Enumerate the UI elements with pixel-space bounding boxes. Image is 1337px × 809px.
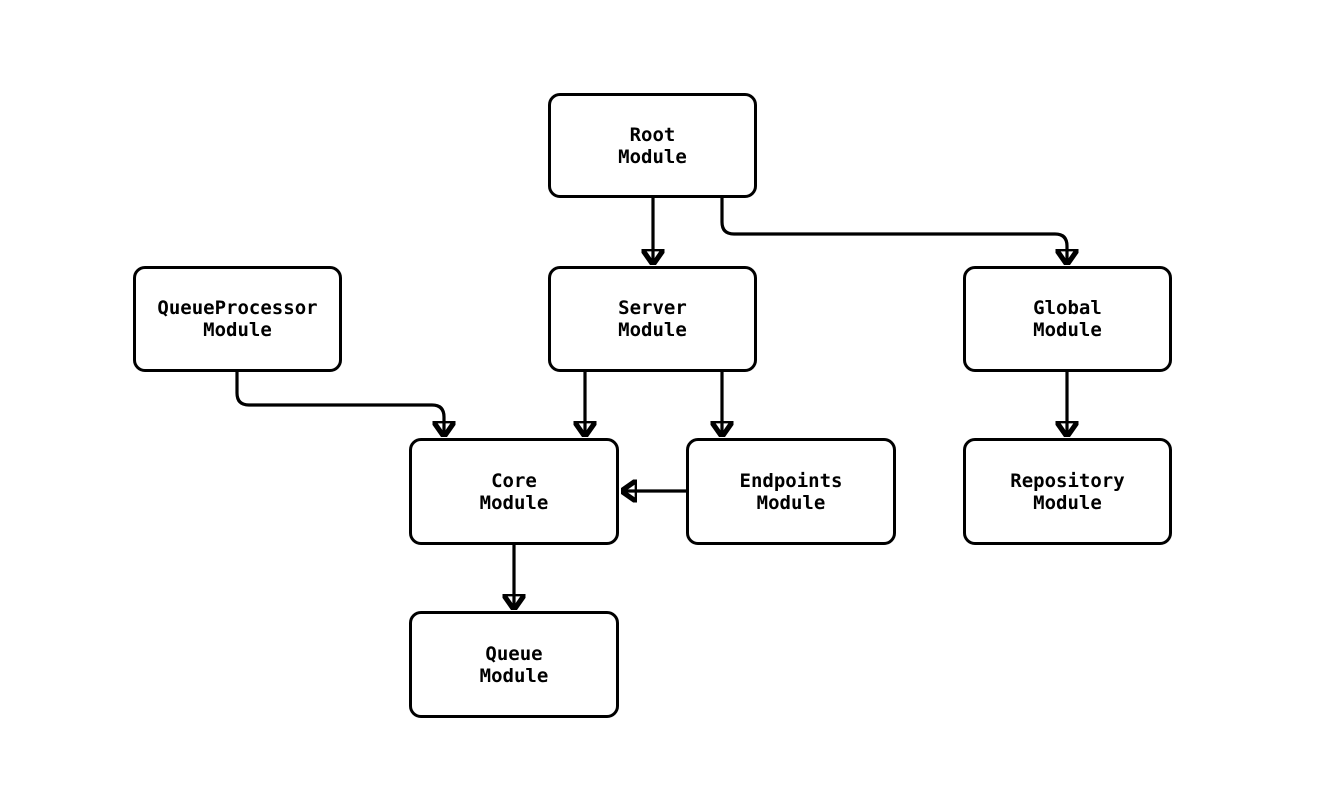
node-repository-module: Repository Module xyxy=(963,438,1172,545)
node-server-module-label: Server Module xyxy=(618,297,687,341)
node-core-module-label: Core Module xyxy=(479,469,549,514)
node-queueprocessor-module-label: QueueProcessor Module xyxy=(157,297,318,341)
edge-queueprocessor-to-core xyxy=(235,372,444,436)
node-server-module: Server Module xyxy=(548,266,757,372)
node-global-module-label: Global Module xyxy=(1033,297,1102,341)
node-queue-module-label: Queue Module xyxy=(479,642,549,687)
node-repository-module-label: Repository Module xyxy=(1010,469,1125,514)
edge-root-to-global xyxy=(720,198,1067,264)
node-queueprocessor-module: QueueProcessor Module xyxy=(133,266,342,372)
node-global-module: Global Module xyxy=(963,266,1172,372)
node-root-module-label: Root Module xyxy=(618,123,687,168)
node-core-module: Core Module xyxy=(409,438,619,545)
node-queue-module: Queue Module xyxy=(409,611,619,718)
node-endpoints-module: Endpoints Module xyxy=(686,438,896,545)
node-root-module: Root Module xyxy=(548,93,757,198)
node-endpoints-module-label: Endpoints Module xyxy=(739,469,843,514)
